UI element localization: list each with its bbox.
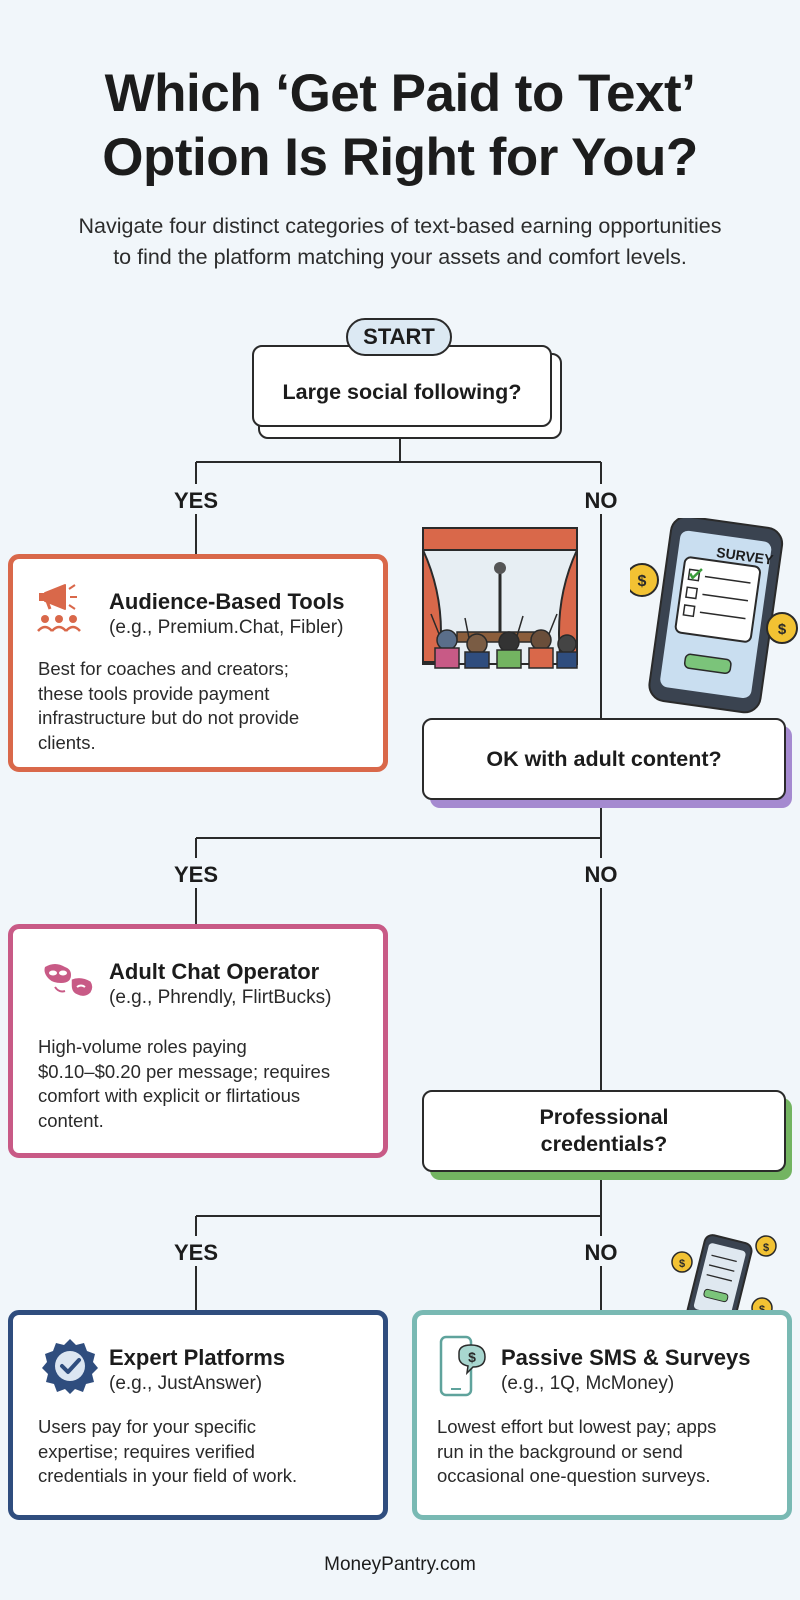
- subtitle-line-1: Navigate four distinct categories of tex…: [78, 214, 722, 238]
- coin-icon: [755, 1235, 777, 1257]
- q1-no-label: NO: [584, 488, 618, 513]
- card-description: Best for coaches and creators; these too…: [38, 657, 299, 755]
- desc-line: High-volume roles paying: [38, 1036, 247, 1057]
- question-1-text: Large social following?: [282, 379, 522, 404]
- desc-line: $0.10–$0.20 per message; requires: [38, 1060, 331, 1082]
- page-title-line-1: Which ‘Get Paid to Text’: [104, 64, 696, 123]
- card-examples: (e.g., Phrendly, FlirtBucks): [109, 987, 332, 1008]
- q1-yes-label: YES: [173, 488, 219, 513]
- card-expert-platforms: Expert Platforms (e.g., JustAnswer) User…: [8, 1310, 388, 1520]
- q2-yes-label: YES: [173, 862, 219, 887]
- card-title: Expert Platforms: [109, 1345, 286, 1370]
- card-examples: (e.g., 1Q, McMoney): [501, 1373, 675, 1394]
- card-adult-chat-operator: Adult Chat Operator (e.g., Phrendly, Fli…: [8, 924, 388, 1158]
- desc-line: run in the background or send: [437, 1440, 683, 1462]
- subtitle-line-2: to find the platform matching your asset…: [113, 245, 687, 269]
- coin-symbol: $: [638, 573, 647, 590]
- question-professional-credentials: Professional credentials?: [422, 1090, 786, 1172]
- desc-line: occasional one-question surveys.: [437, 1465, 711, 1486]
- card-description: High-volume roles paying $0.10–$0.20 per…: [38, 1035, 330, 1133]
- desc-line: Lowest effort but lowest pay; apps: [437, 1416, 717, 1437]
- question-3-text-line-1: Professional: [539, 1105, 669, 1129]
- coin-icon: [671, 1251, 693, 1273]
- question-2-text: OK with adult content?: [486, 746, 722, 771]
- desc-line: credentials in your field of work.: [38, 1465, 298, 1486]
- desc-line: content.: [38, 1109, 104, 1131]
- phone-chat-icon: $: [439, 1335, 486, 1397]
- masquerade-mask-icon: [44, 964, 94, 998]
- card-examples: (e.g., Premium.Chat, Fibler): [109, 617, 344, 638]
- coin-icon: [630, 563, 659, 597]
- desc-line: expertise; requires verified: [38, 1440, 255, 1462]
- coin-symbol: $: [763, 1242, 769, 1254]
- card-title: Audience-Based Tools: [109, 589, 345, 614]
- small-phone-illustration: $ $ $: [671, 1234, 777, 1328]
- question-large-social-following: Large social following?: [252, 345, 552, 427]
- megaphone-audience-icon: [37, 584, 81, 632]
- coin-symbol: $: [679, 1258, 685, 1270]
- q3-no-label: NO: [584, 1240, 618, 1265]
- svg-text:$: $: [468, 1349, 476, 1365]
- card-title: Passive SMS & Surveys: [501, 1345, 751, 1370]
- desc-line: clients.: [38, 731, 96, 753]
- card-examples: (e.g., JustAnswer): [109, 1373, 263, 1394]
- survey-label: SURVEY: [715, 544, 775, 568]
- card-description: Users pay for your specific expertise; r…: [38, 1415, 297, 1489]
- desc-line: infrastructure but do not provide: [38, 707, 300, 728]
- card-passive-sms-surveys: $ Passive SMS & Surveys (e.g., 1Q, McMon…: [412, 1310, 792, 1520]
- stage-audience-illustration: [422, 527, 578, 669]
- footer-brand: MoneyPantry.com: [324, 1554, 476, 1575]
- q2-no-label: NO: [584, 862, 618, 887]
- phone-survey-illustration: SURVEY $ $: [630, 518, 798, 714]
- card-title: Adult Chat Operator: [109, 959, 320, 984]
- desc-line: comfort with explicit or flirtatious: [38, 1085, 301, 1106]
- card-audience-based-tools: Audience-Based Tools (e.g., Premium.Chat…: [8, 554, 388, 772]
- q3-yes-label: YES: [173, 1240, 219, 1265]
- start-pill: START: [346, 318, 452, 356]
- desc-line: these tools provide payment: [38, 682, 270, 704]
- card-description: Lowest effort but lowest pay; apps run i…: [437, 1415, 716, 1489]
- desc-line: Best for coaches and creators;: [38, 658, 289, 679]
- coin-symbol: $: [778, 621, 787, 638]
- page-title-line-2: Option Is Right for You?: [102, 128, 698, 187]
- coin-icon: [766, 612, 798, 644]
- verified-badge-icon: [42, 1339, 98, 1394]
- question-ok-with-adult-content: OK with adult content?: [422, 718, 786, 800]
- desc-line: Users pay for your specific: [38, 1416, 256, 1437]
- question-3-text-line-2: credentials?: [540, 1132, 668, 1156]
